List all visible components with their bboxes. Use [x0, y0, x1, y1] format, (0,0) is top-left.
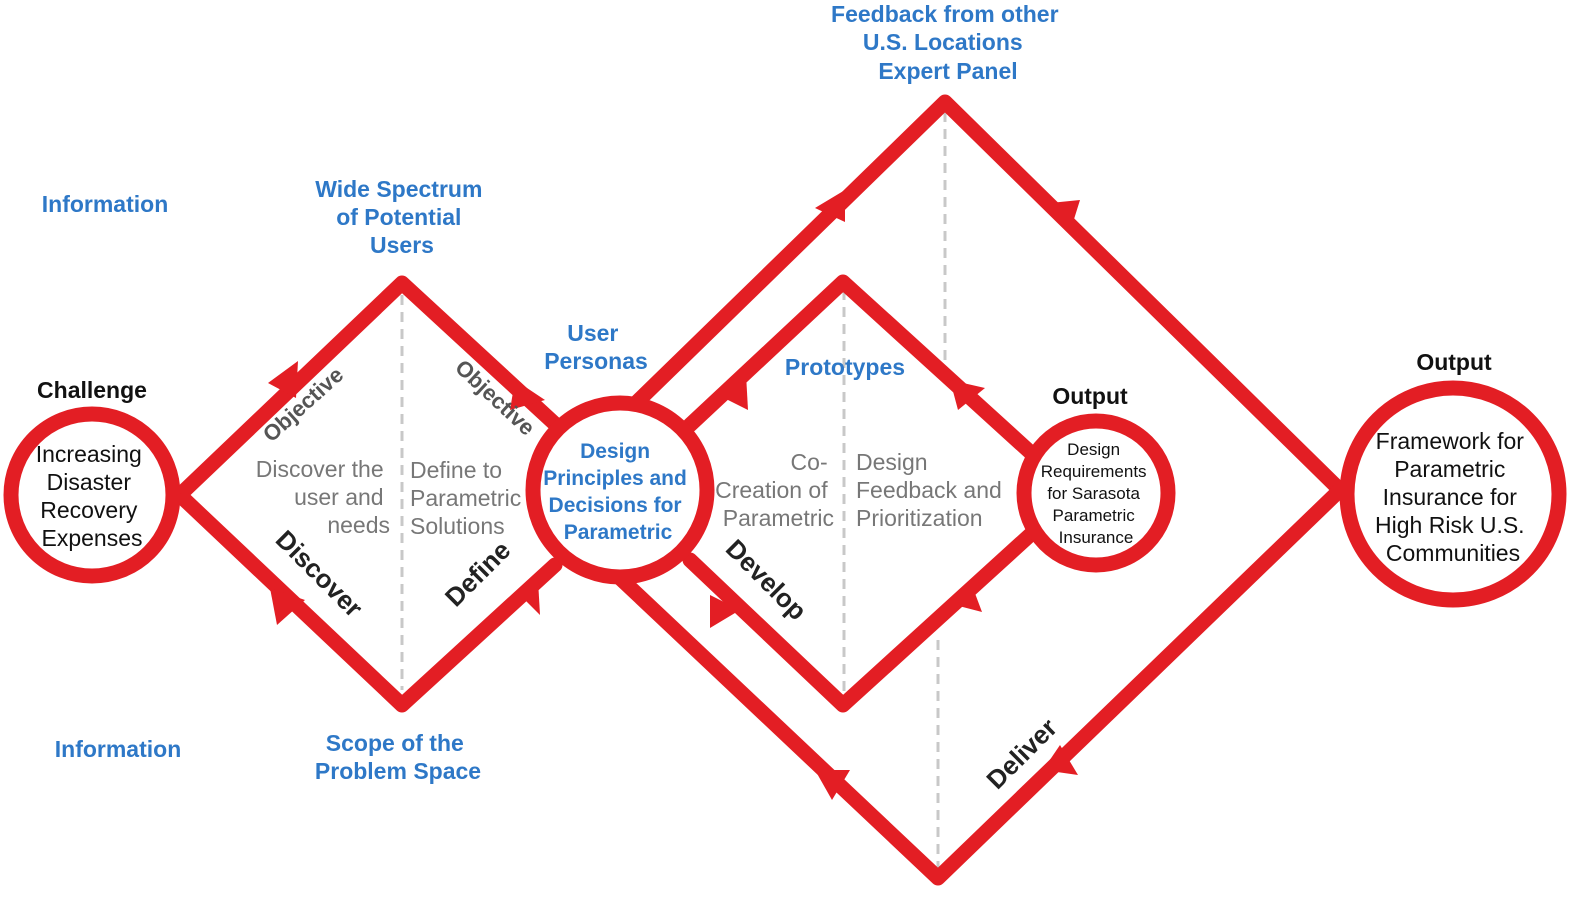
discover-description-line-3: needs: [327, 512, 390, 538]
design-requirements-line-2: Requirements: [1041, 462, 1147, 481]
framework-text: Framework for Parametric Insurance for H…: [1375, 428, 1531, 566]
scope-label: Scope of the Problem Space: [315, 730, 481, 784]
define-description-line-2: Parametric: [410, 485, 521, 511]
challenge-node-line-4: Expenses: [41, 525, 142, 551]
arrowheads: [268, 190, 1080, 800]
arrow-develop-top-icon: [718, 374, 748, 410]
arrow-develop-bottom-icon: [710, 595, 740, 628]
scope-line-1: Scope of the: [326, 730, 464, 756]
scope-line-2: Problem Space: [315, 758, 481, 784]
user-personas-line-2: Personas: [544, 348, 648, 374]
arrow-outer-top-left-icon: [815, 190, 845, 222]
define-phase-label: Define: [439, 535, 516, 612]
define-description-line-3: Solutions: [410, 513, 505, 539]
framework-line-3: Insurance for: [1383, 484, 1518, 510]
arrow-outer-bottom-left-icon: [815, 770, 850, 800]
arrow-outer-bottom-right-icon: [1043, 745, 1078, 775]
first-diamond-bottom: [177, 492, 563, 713]
output-large-label: Output: [1416, 349, 1492, 375]
arrow-outer-top-right-icon: [1050, 200, 1080, 232]
design-principles-line-2: Principles and: [543, 467, 687, 490]
design-principles-line-1: Design: [580, 440, 650, 463]
challenge-node-text: Increasing Disaster Recovery Expenses: [36, 441, 149, 551]
design-principles-text: Design Principles and Decisions for Para…: [543, 440, 692, 544]
prototypes-label: Prototypes: [785, 354, 905, 380]
challenge-label: Challenge: [37, 377, 147, 403]
wide-spectrum-line-2: of Potential: [336, 204, 461, 230]
design-principles-line-3: Decisions for: [549, 494, 682, 517]
feedback-line-2: U.S. Locations: [863, 29, 1023, 55]
design-requirements-node: [1016, 413, 1176, 573]
feedback-description-line-1: Design: [856, 449, 928, 475]
challenge-node: [3, 406, 181, 584]
wide-spectrum-label: Wide Spectrum of Potential Users: [315, 176, 489, 258]
outer-diamond-bottom: [612, 482, 1348, 886]
wide-spectrum-line-3: Users: [370, 232, 434, 258]
deliver-phase-label: Deliver: [980, 712, 1063, 795]
output-small-label: Output: [1052, 383, 1128, 409]
discover-description-line-1: Discover the: [256, 456, 384, 482]
feedback-line-1: Feedback from other: [831, 1, 1059, 27]
feedback-description-line-2: Feedback and: [856, 477, 1002, 503]
design-requirements-line-5: Insurance: [1059, 528, 1134, 547]
define-description-line-1: Define to: [410, 457, 502, 483]
arrow-feedback-bottom-icon: [955, 580, 982, 612]
framework-node: [1339, 380, 1567, 608]
arrow-feedback-top-icon: [950, 380, 985, 410]
design-principles-node: [525, 395, 715, 585]
framework-line-5: Communities: [1386, 540, 1520, 566]
wide-spectrum-line-1: Wide Spectrum: [315, 176, 482, 202]
design-requirements-line-3: for Sarasota: [1047, 484, 1140, 503]
arrow-define-top-icon: [510, 380, 545, 410]
framework-line-2: Parametric: [1394, 456, 1505, 482]
framework-line-4: High Risk U.S.: [1375, 512, 1525, 538]
develop-description-line-2: Creation of: [715, 477, 828, 503]
design-requirements-line-4: Parametric: [1053, 506, 1136, 525]
arrow-define-bottom-icon: [520, 580, 540, 615]
challenge-node-line-3: Recovery: [40, 497, 138, 523]
feedback-label: Feedback from other U.S. Locations Exper…: [831, 1, 1065, 84]
divider-lines: [400, 112, 947, 868]
design-requirements-line-1: Design: [1067, 440, 1120, 459]
diamond-paths: [177, 94, 1348, 886]
arrow-discover-top-icon: [268, 361, 298, 398]
design-requirements-text: Design Requirements for Sarasota Paramet…: [1041, 440, 1152, 547]
discover-description: Discover the user and needs: [256, 456, 390, 538]
feedback-description-line-3: Prioritization: [856, 505, 983, 531]
user-personas-label: User Personas: [544, 320, 648, 374]
feedback-description: Design Feedback and Prioritization: [856, 449, 1008, 531]
node-circles: [3, 380, 1567, 608]
framework-line-1: Framework for: [1376, 428, 1525, 454]
define-description: Define to Parametric Solutions: [410, 457, 528, 539]
develop-description-line-1: Co-: [791, 449, 828, 475]
develop-description-line-3: Parametric: [723, 505, 834, 531]
discover-description-line-2: user and: [294, 484, 384, 510]
outer-diamond-top: [628, 94, 1348, 498]
first-diamond-path: [177, 275, 563, 498]
information-bottom-label: Information: [55, 736, 182, 762]
feedback-line-3: Expert Panel: [878, 58, 1017, 84]
information-top-label: Information: [42, 191, 169, 217]
challenge-node-line-2: Disaster: [47, 469, 132, 495]
challenge-node-line-1: Increasing: [36, 441, 142, 467]
develop-description: Co- Creation of Parametric: [715, 449, 834, 531]
arrow-discover-bottom-icon: [270, 588, 305, 625]
user-personas-line-1: User: [567, 320, 618, 346]
design-principles-line-4: Parametric: [564, 521, 673, 544]
